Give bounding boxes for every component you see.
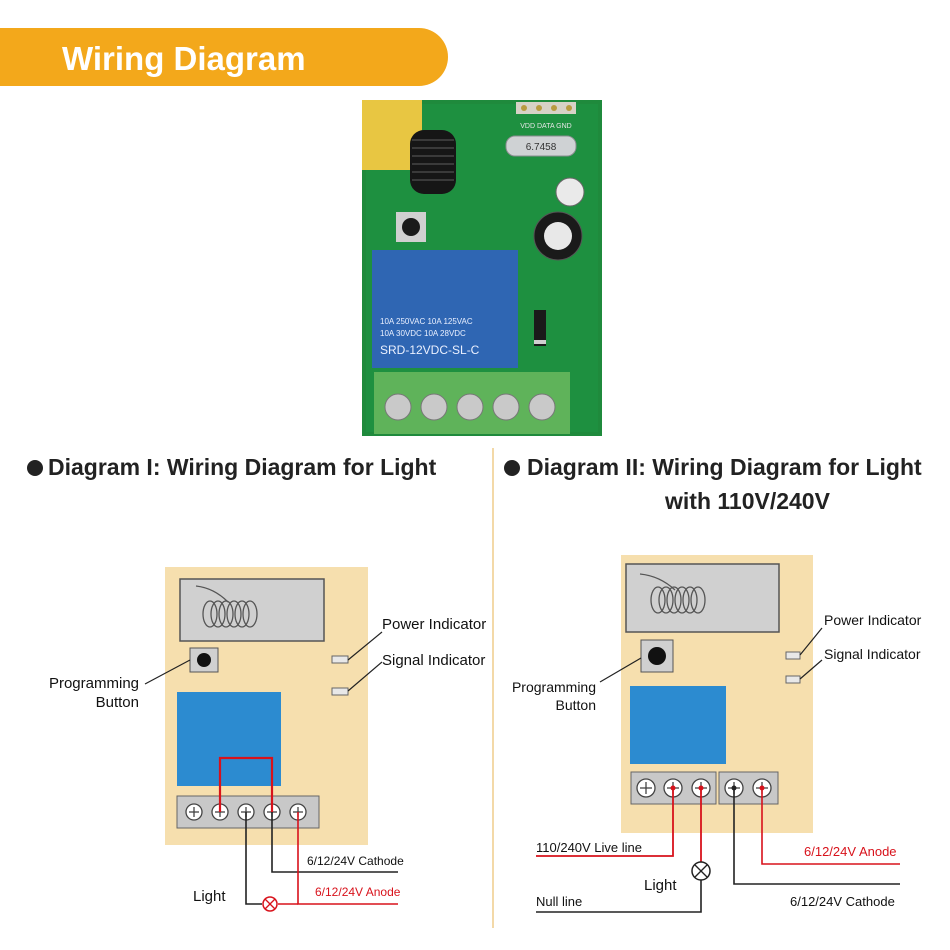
- anode-label: 6/12/24V Anode: [315, 885, 401, 899]
- programming-label-2: Button: [556, 697, 596, 713]
- relay-rating-2: 10A 30VDC 10A 28VDC: [380, 329, 466, 338]
- live-line-label: 110/240V Live line: [536, 840, 642, 855]
- diagram-1-board: [165, 567, 368, 845]
- power-led: [785, 651, 801, 660]
- signal-led: [785, 675, 801, 684]
- cathode-wire: [271, 812, 398, 873]
- null-line-label: Null line: [536, 894, 582, 909]
- null-line-wire: [536, 880, 702, 913]
- diagram-1-heading: Diagram I: Wiring Diagram for Light: [48, 454, 437, 480]
- anode-wire: [761, 788, 900, 865]
- relay-module-photo: VDD DATA GND 6.7458 10A 250VAC 10A 125VA…: [362, 100, 602, 436]
- diagram-2-board: [621, 555, 813, 833]
- diode: [534, 310, 546, 346]
- photo-relay: [372, 250, 518, 368]
- cathode-label: 6/12/24V Cathode: [790, 894, 895, 909]
- bullet-icon: [504, 460, 520, 476]
- signal-indicator-label: Signal Indicator: [382, 652, 485, 669]
- header-banner: Wiring Diagram: [0, 28, 448, 86]
- relay-block: [630, 686, 726, 764]
- page-title: Wiring Diagram: [62, 40, 306, 77]
- cathode-wire: [733, 788, 900, 885]
- signal-indicator-label: Signal Indicator: [824, 646, 921, 662]
- cathode-label: 6/12/24V Cathode: [307, 854, 404, 868]
- red-bridge-wire: [218, 756, 274, 812]
- crystal: [505, 135, 577, 157]
- live-line-wire: [536, 788, 674, 857]
- bullet-icon: [27, 460, 43, 476]
- diagram-2-heading-line1: Diagram II: Wiring Diagram for Light: [527, 454, 922, 480]
- relay-block: [177, 692, 281, 786]
- capacitor-small: [555, 177, 585, 207]
- diagram-2-heading-line2: with 110V/240V: [665, 488, 830, 514]
- anode-label: 6/12/24V Anode: [804, 844, 897, 859]
- column-divider: [492, 448, 494, 928]
- crystal-label: 6.7458: [526, 142, 557, 153]
- programming-label-1: Programming: [49, 675, 139, 692]
- programming-label-1: Programming: [512, 679, 596, 695]
- programming-button-icon: [648, 647, 666, 665]
- antenna-coil: [410, 130, 456, 194]
- light-wire: [245, 812, 262, 905]
- programming-button-icon: [197, 653, 211, 667]
- programming-label-2: Button: [96, 694, 139, 711]
- light-label: Light: [193, 888, 226, 905]
- pins-label: VDD DATA GND: [520, 123, 571, 130]
- pin-header: VDD DATA GND: [516, 102, 576, 130]
- light-label: Light: [644, 877, 677, 894]
- power-indicator-label: Power Indicator: [382, 616, 486, 633]
- relay-rating-1: 10A 250VAC 10A 125VAC: [380, 317, 473, 326]
- relay-model: SRD-12VDC-SL-C: [380, 343, 480, 357]
- signal-led: [331, 687, 349, 696]
- power-indicator-label: Power Indicator: [824, 612, 922, 628]
